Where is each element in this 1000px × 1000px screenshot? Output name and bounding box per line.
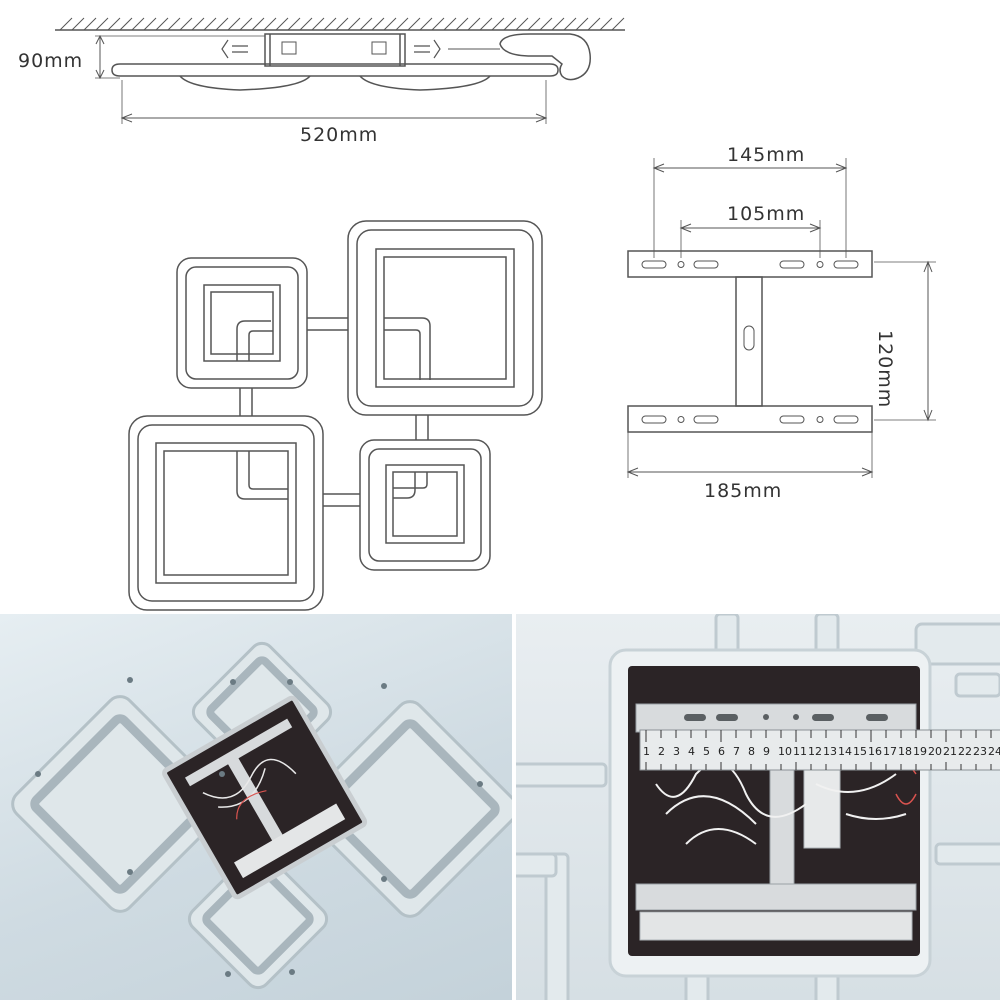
frame-left: [11, 695, 229, 913]
ruler-number: 12: [808, 745, 822, 758]
drawing-lines: [55, 17, 936, 611]
dim-label-105mm: 105mm: [727, 203, 806, 225]
dim-label-185mm: 185mm: [704, 480, 783, 502]
technical-drawing: 90mm 520mm 145mm 105mm 120mm 185mm: [18, 17, 936, 611]
dim-label-120mm: 120mm: [874, 330, 896, 409]
ruler-number: 24: [988, 745, 1000, 758]
ruler-number: 16: [868, 745, 882, 758]
ruler-number: 2: [658, 745, 665, 758]
ruler-number: 6: [718, 745, 725, 758]
dim-label-145mm: 145mm: [727, 144, 806, 166]
front-view: [128, 220, 543, 611]
ruler-number: 20: [928, 745, 942, 758]
ruler-number: 18: [898, 745, 912, 758]
screw-left-icon: [221, 39, 248, 59]
ruler-number: 3: [673, 745, 680, 758]
ruler-number: 21: [943, 745, 957, 758]
bracket-view: [626, 158, 936, 478]
diffuser-right: [359, 75, 491, 91]
connector-plug: [499, 33, 591, 81]
ruler-number: 22: [958, 745, 972, 758]
ruler-number: 10: [778, 745, 792, 758]
led-driver: [639, 911, 913, 941]
photo-left-illustration: [11, 641, 512, 990]
ruler-number: 19: [913, 745, 927, 758]
dim-label-90mm: 90mm: [18, 50, 84, 72]
ruler-number: 11: [793, 745, 807, 758]
ruler-number: 7: [733, 745, 740, 758]
driver-box: [162, 695, 368, 900]
ruler-number: 5: [703, 745, 710, 758]
ruler-number: 23: [973, 745, 987, 758]
ruler-number: 8: [748, 745, 755, 758]
ruler-number: 14: [838, 745, 852, 758]
ruler-number: 15: [853, 745, 867, 758]
screw-right-icon: [414, 39, 441, 59]
diffuser-left: [179, 75, 311, 91]
ruler-number: 9: [763, 745, 770, 758]
ruler-number: 17: [883, 745, 897, 758]
dim-label-520mm: 520mm: [300, 124, 379, 146]
ceiling-hatch: [59, 17, 625, 31]
ruler-number: 13: [823, 745, 837, 758]
mount-block: [264, 33, 406, 67]
ruler-number: 4: [688, 745, 695, 758]
lamp-body-side: [111, 63, 559, 77]
ruler-number: 1: [643, 745, 650, 758]
frame-right: [301, 700, 512, 918]
bracket-bottom-bar: [635, 883, 917, 911]
photo-lamp-back: [0, 614, 512, 1000]
